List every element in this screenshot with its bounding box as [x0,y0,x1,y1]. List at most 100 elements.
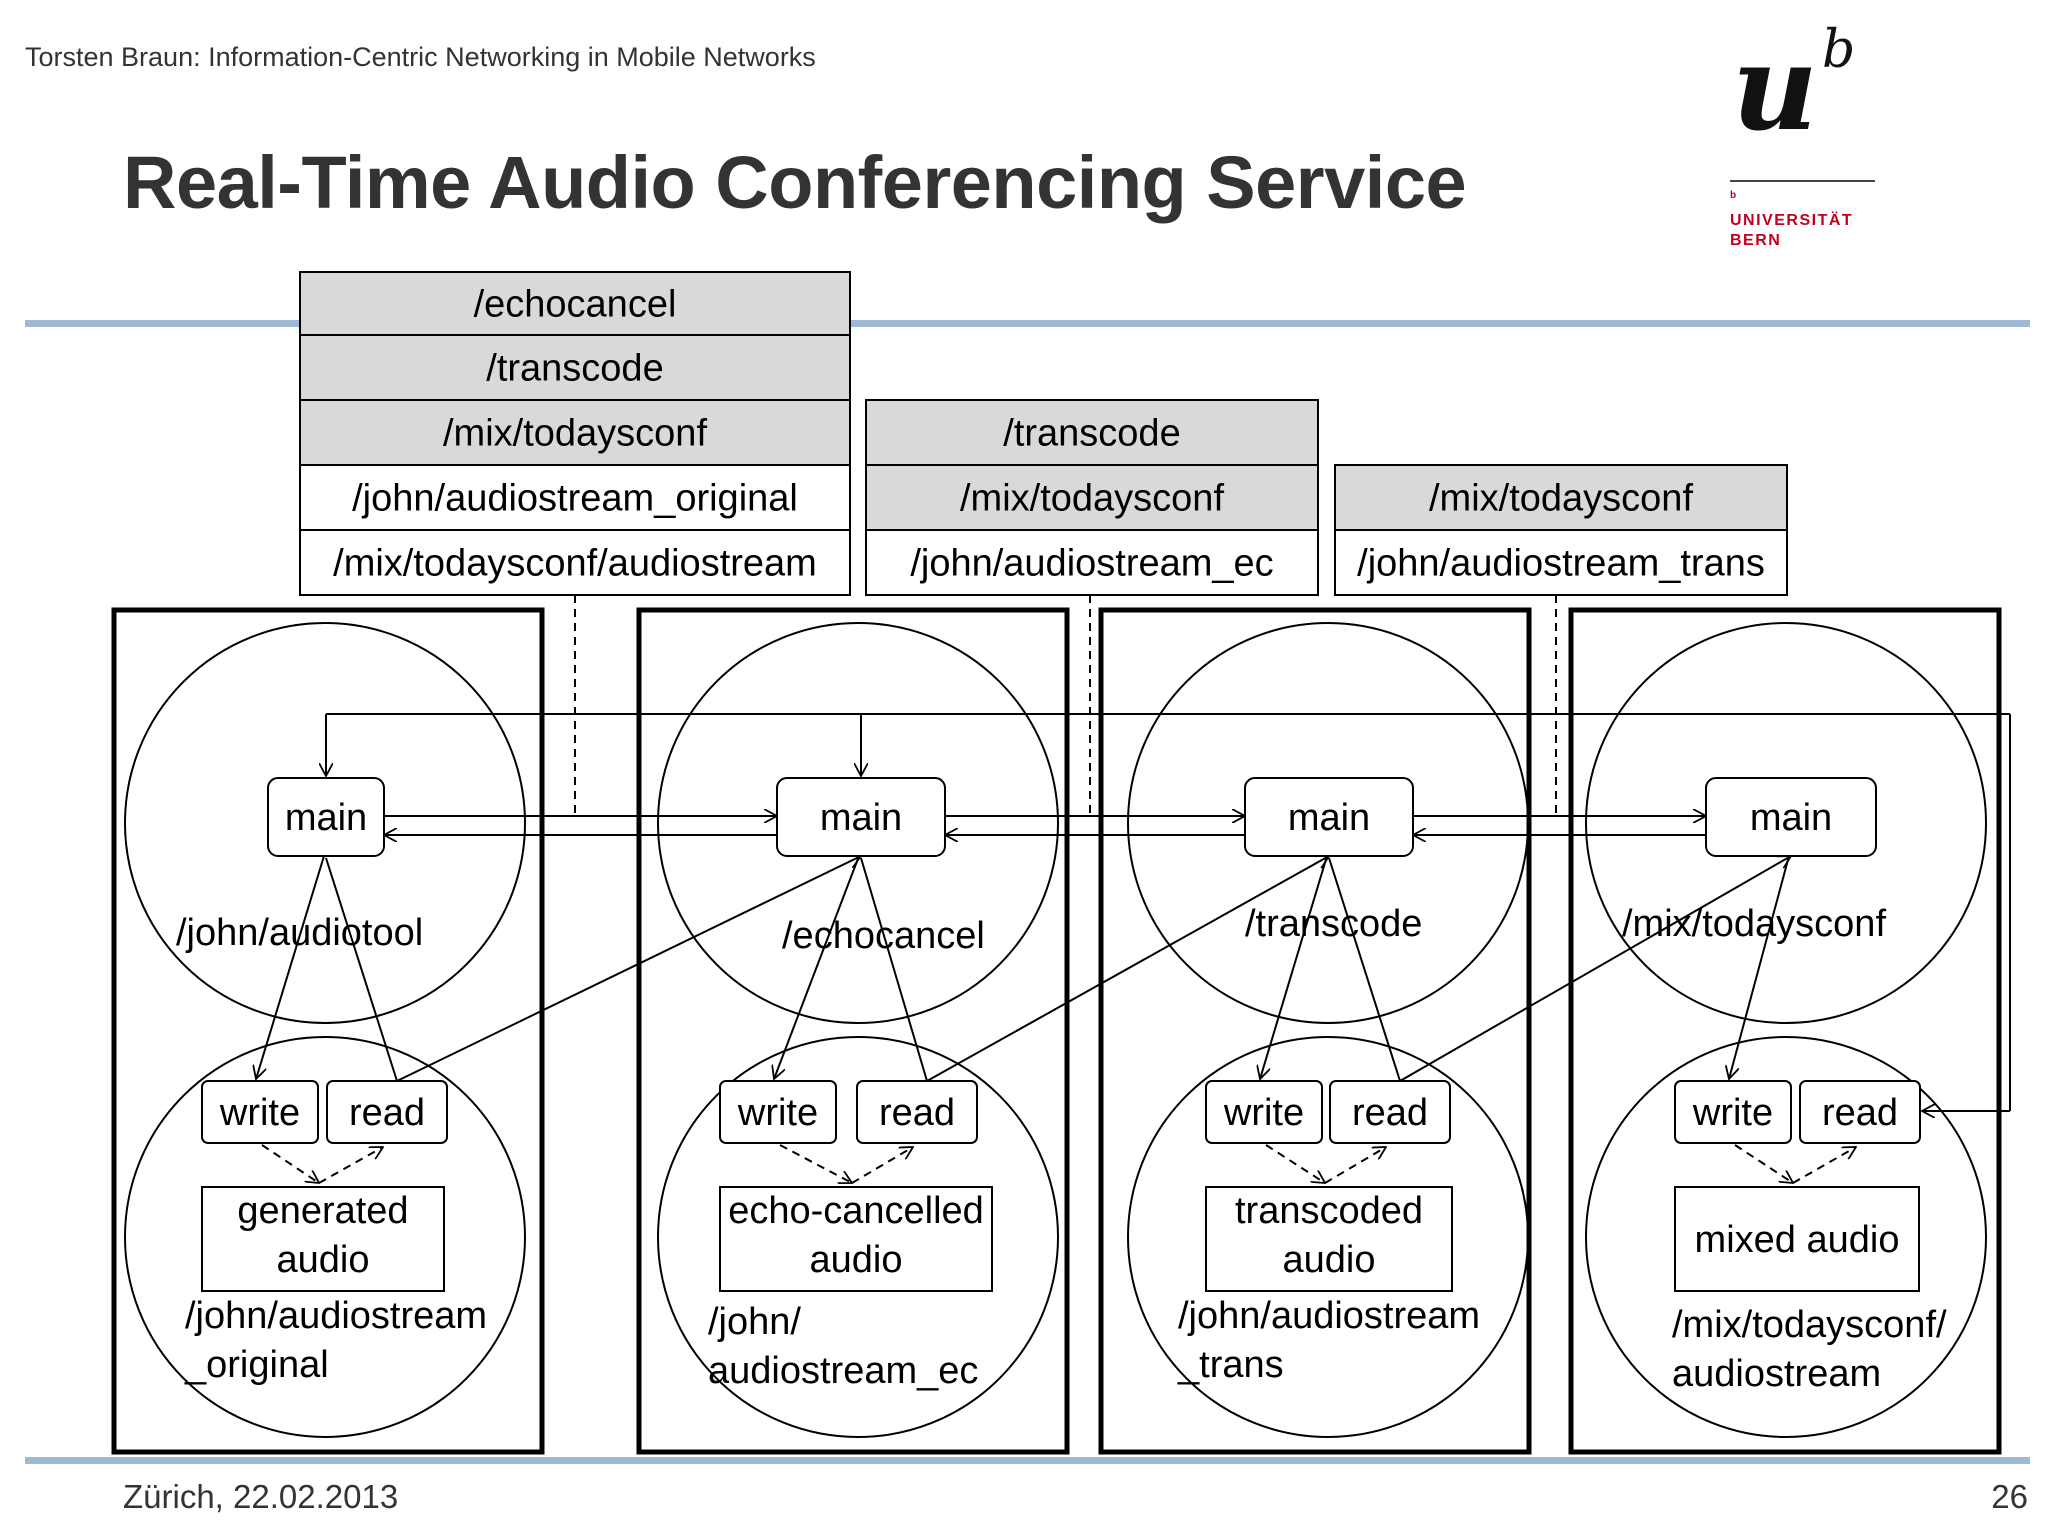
node-3-main-label: main [1288,797,1370,839]
node-2-stream-label-2: audiostream_ec [708,1350,978,1392]
read-2-to-main-3 [926,856,1329,1082]
table-1-row-1-cell [299,271,851,336]
read-3-to-main-4 [1399,856,1791,1082]
logo-text-bern: BERN [1730,232,1782,249]
node-3-stream-label-2: _trans [1177,1344,1284,1386]
table-1-row-2-cell [299,334,851,401]
node-2-main-box [776,777,946,857]
logo-small-b: b [1730,190,1737,201]
table-1-row-4-label: /john/audiostream_original [352,478,798,520]
footer-rule [25,1457,2030,1464]
node-3-service-label: /transcode [1245,903,1422,945]
logo-letter-b: b [1822,20,1856,80]
node-2-service-label: /echocancel [782,915,985,957]
node-2-read-box [856,1080,978,1144]
presentation-header: Torsten Braun: Information-Centric Netwo… [25,42,816,72]
table-2-row-1-cell [865,399,1319,466]
node-1-store-label-1: generated [237,1190,408,1232]
node-2-stream-label-1: /john/ [708,1301,801,1343]
logo-divider [1730,180,1875,182]
node-3-write-box [1205,1080,1323,1144]
node-1-write-label: write [219,1092,300,1134]
table-1-row-5-label: /mix/todaysconf/audiostream [333,543,817,585]
page-number: 26 [1991,1478,2028,1515]
node-1-store-to-read [318,1147,383,1184]
node-2-store-box [719,1186,993,1292]
node-4-storage-circle [1585,1036,1987,1438]
table-2-row-1-label: /transcode [1003,413,1180,455]
node-2-store-to-read [851,1147,913,1184]
node-3-write-to-store [1265,1144,1325,1183]
node-3-frame [1098,607,1532,1455]
node-2-main-to-write [774,855,860,1079]
node-1-service-circle [124,622,526,1024]
node-3-store-label-1: transcoded [1235,1190,1423,1232]
table-3-row-1-cell [1334,464,1788,531]
node-1-storage-circle [124,1036,526,1438]
node-2-write-to-store [779,1144,852,1183]
node-2-read-label: read [879,1092,955,1134]
node-4-frame [1568,607,2002,1455]
node-2-store-label-2: audio [810,1239,903,1281]
node-1-store-box [201,1186,445,1292]
node-3-storage-circle [1127,1036,1529,1438]
read-1-to-main-2 [396,856,861,1082]
node-2-write-label: write [737,1092,818,1134]
footer-place-date: Zürich, 22.02.2013 [123,1478,399,1515]
node-4-service-circle [1585,622,1987,1024]
node-1-main-label: main [285,797,367,839]
node-4-write-label: write [1692,1092,1773,1134]
node-4-read-label: read [1822,1092,1898,1134]
node-3-stream-label-1: /john/audiostream [1178,1295,1480,1337]
node-3-store-to-read [1324,1147,1386,1184]
university-logo: u b b UNIVERSITÄT BERN [1730,18,2030,298]
node-3-read-label: read [1352,1092,1428,1134]
node-4-stream-label-1: /mix/todaysconf/ [1672,1304,1947,1346]
node-1-service-label: /john/audiotool [176,912,423,954]
node-1-read-box [326,1080,448,1144]
node-1-main-from-read-1 [325,857,398,1082]
node-4-main-label: main [1750,797,1832,839]
table-1-row-3-label: /mix/todaysconf [443,413,707,455]
header-rule [25,320,2030,327]
node-2-storage-circle [657,1036,1059,1438]
node-2-write-box [719,1080,837,1144]
node-3-main-box [1244,777,1414,857]
table-3-row-2-cell [1334,529,1788,596]
node-1-stream-label-2: _original [184,1344,329,1386]
table-1-row-4-cell [299,464,851,531]
node-1-main-box [267,777,385,857]
node-2-main-from-read-2 [860,857,928,1082]
node-4-main-to-write [1729,855,1790,1079]
node-4-stream-label-2: audiostream [1672,1353,1881,1395]
node-4-store-box [1674,1186,1920,1292]
slide-title: Real-Time Audio Conferencing Service [123,141,1467,224]
table-2-row-3-label: /john/audiostream_ec [910,543,1273,585]
node-3-main-to-write [1260,855,1328,1079]
logo-text-universitat: UNIVERSITÄT [1730,212,1854,229]
node-4-write-box [1674,1080,1792,1144]
table-1-row-2-label: /transcode [486,348,663,390]
node-4-store-to-read [1792,1147,1856,1184]
node-3-service-circle [1127,622,1529,1024]
table-2-row-2-label: /mix/todaysconf [960,478,1224,520]
table-2-row-3-cell [865,529,1319,596]
node-2-main-label: main [820,797,902,839]
node-3-store-label-2: audio [1283,1239,1376,1281]
node-1-write-to-store [261,1144,319,1183]
table-1-row-1-label: /echocancel [474,284,677,326]
node-3-read-box [1329,1080,1451,1144]
table-1-row-5-cell [299,529,851,596]
node-2-store-label-1: echo-cancelled [728,1190,984,1232]
table-3-row-2-label: /john/audiostream_trans [1357,543,1765,585]
node-2-frame [636,607,1070,1455]
node-3-main-from-read-3 [1328,857,1401,1082]
node-2-service-circle [657,622,1059,1024]
node-1-store-label-2: audio [277,1239,370,1281]
node-4-service-label: /mix/todaysconf [1622,903,1886,945]
node-4-read-box [1799,1080,1921,1144]
node-4-write-to-store [1734,1144,1793,1183]
node-1-write-box [201,1080,319,1144]
table-1-row-3-cell [299,399,851,466]
node-1-read-label: read [349,1092,425,1134]
